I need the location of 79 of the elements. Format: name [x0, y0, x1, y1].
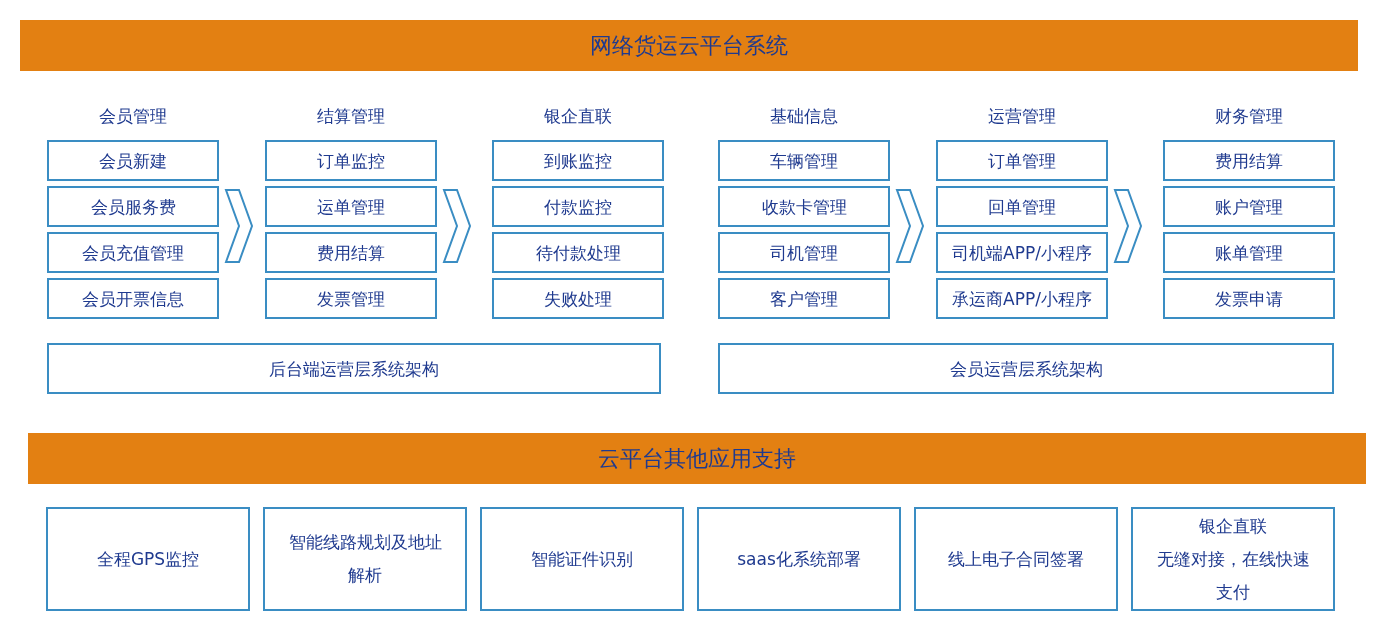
- feature-card: [1131, 507, 1335, 611]
- module-box: [47, 140, 219, 181]
- module-name: 待付款处理: [535, 241, 621, 264]
- column-heading: 基础信息: [770, 105, 838, 127]
- module-box: [265, 186, 437, 227]
- module-box: [47, 186, 219, 227]
- module-name: 会员充值管理: [82, 241, 184, 264]
- column-heading: 运营管理: [988, 105, 1056, 127]
- module-box: [936, 278, 1108, 319]
- module-box: [936, 232, 1108, 273]
- module-box: [718, 278, 890, 319]
- layer-name: 后台端运营层系统架构: [269, 357, 439, 380]
- layer-box: [718, 343, 1334, 394]
- module-box: [265, 232, 437, 273]
- layer-box: [47, 343, 661, 394]
- feature-description: 无缝对接，在线快速支付: [1155, 547, 1311, 604]
- module-box: [265, 140, 437, 181]
- section-banner: [28, 433, 1366, 484]
- feature-description: saas化系统部署: [736, 547, 862, 571]
- module-name: 会员新建: [99, 149, 167, 172]
- module-box: [492, 278, 664, 319]
- banner-title: 网络货运云平台系统: [590, 31, 788, 60]
- module-name: 失败处理: [544, 287, 612, 310]
- module-name: 付款监控: [544, 195, 612, 218]
- module-name: 司机端APP/小程序: [952, 241, 1092, 264]
- module-name: 账单管理: [1215, 241, 1283, 264]
- feature-description: 全程GPS监控: [95, 547, 201, 571]
- column-heading: 会员管理: [99, 105, 167, 127]
- module-name: 收款卡管理: [761, 195, 847, 218]
- module-box: [1163, 278, 1335, 319]
- module-box: [492, 140, 664, 181]
- feature-description: 智能证件识别: [530, 547, 634, 571]
- module-name: 会员服务费: [90, 195, 176, 218]
- module-name: 司机管理: [770, 241, 838, 264]
- feature-card: [46, 507, 250, 611]
- module-box: [265, 278, 437, 319]
- module-name: 订单监控: [317, 149, 385, 172]
- module-name: 费用结算: [317, 241, 385, 264]
- feature-card: [697, 507, 901, 611]
- module-box: [1163, 232, 1335, 273]
- module-box: [718, 186, 890, 227]
- column-heading: 结算管理: [317, 105, 385, 127]
- module-box: [718, 140, 890, 181]
- chevron-arrow: [1113, 189, 1143, 263]
- column-heading: 财务管理: [1215, 105, 1283, 127]
- feature-title: 银企直联: [1198, 514, 1268, 538]
- feature-card: [914, 507, 1118, 611]
- title-banner: [20, 20, 1358, 71]
- module-name: 承运商APP/小程序: [952, 287, 1092, 310]
- feature-card: [263, 507, 467, 611]
- feature-description: 智能线路规划及地址解析: [287, 531, 443, 587]
- module-box: [492, 186, 664, 227]
- section-title: 云平台其他应用支持: [598, 444, 796, 473]
- chevron-arrow: [442, 189, 472, 263]
- feature-card: [480, 507, 684, 611]
- module-box: [1163, 186, 1335, 227]
- module-name: 账户管理: [1215, 195, 1283, 218]
- feature-description: 线上电子合同签署: [947, 547, 1085, 571]
- module-name: 会员开票信息: [82, 287, 184, 310]
- module-name: 发票管理: [317, 287, 385, 310]
- column-heading: 银企直联: [544, 105, 612, 127]
- module-box: [936, 186, 1108, 227]
- module-name: 到账监控: [544, 149, 612, 172]
- module-name: 回单管理: [988, 195, 1056, 218]
- chevron-arrow: [895, 189, 925, 263]
- module-box: [492, 232, 664, 273]
- module-name: 运单管理: [317, 195, 385, 218]
- module-name: 发票申请: [1215, 287, 1283, 310]
- module-name: 费用结算: [1215, 149, 1283, 172]
- module-box: [47, 278, 219, 319]
- module-box: [1163, 140, 1335, 181]
- module-name: 车辆管理: [770, 149, 838, 172]
- layer-name: 会员运营层系统架构: [949, 357, 1103, 380]
- module-box: [47, 232, 219, 273]
- module-name: 客户管理: [770, 287, 838, 310]
- chevron-arrow: [224, 189, 254, 263]
- module-box: [936, 140, 1108, 181]
- module-box: [718, 232, 890, 273]
- module-name: 订单管理: [988, 149, 1056, 172]
